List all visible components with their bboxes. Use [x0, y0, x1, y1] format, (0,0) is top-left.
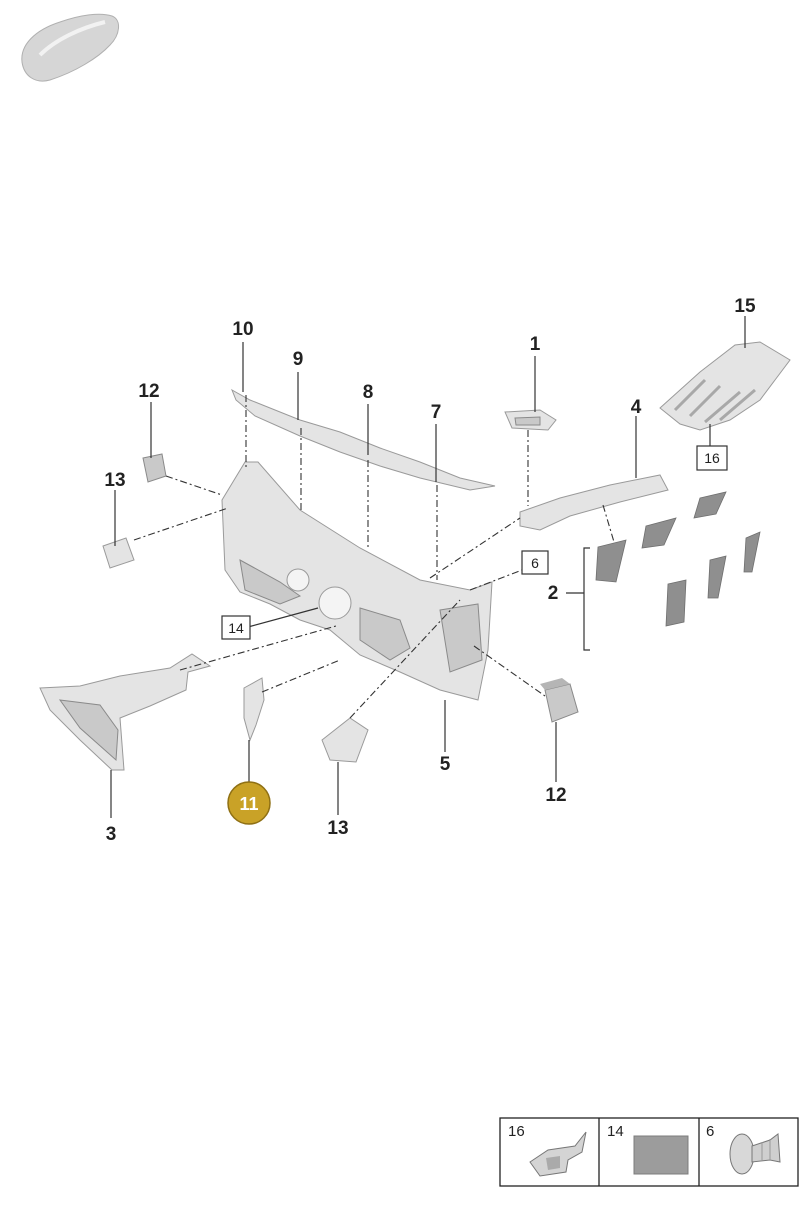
callout-1[interactable]: 1: [530, 334, 541, 355]
callout-2[interactable]: 2: [548, 583, 559, 604]
seal-strip-part[interactable]: [231, 388, 496, 491]
push-rivet-icon: [729, 1133, 781, 1175]
bulkhead-part[interactable]: [221, 461, 493, 701]
table-cell-6[interactable]: 6: [706, 1123, 781, 1175]
foam-block-12b[interactable]: [540, 678, 579, 723]
boxed-callout-14[interactable]: 14: [221, 615, 251, 640]
callout-10[interactable]: 10: [232, 319, 253, 340]
leader-lines: [110, 316, 746, 818]
car-thumbnail-icon[interactable]: [21, 13, 119, 82]
callout-9[interactable]: 9: [293, 349, 304, 370]
callout-4[interactable]: 4: [631, 397, 642, 418]
table-cell-14[interactable]: 14: [607, 1123, 689, 1175]
pads-part-2[interactable]: [595, 491, 761, 627]
callout-13-bottom[interactable]: 13: [327, 818, 348, 839]
callout-12-bottom[interactable]: 12: [545, 785, 566, 806]
boxed-callout-16[interactable]: 16: [696, 445, 728, 471]
insulation-strip-part-4[interactable]: [519, 474, 669, 531]
callout-3[interactable]: 3: [106, 824, 117, 845]
liner-part-3[interactable]: [39, 653, 212, 771]
svg-text:14: 14: [228, 620, 244, 636]
svg-text:11: 11: [239, 794, 258, 814]
svg-text:16: 16: [704, 450, 720, 466]
callout-7[interactable]: 7: [431, 402, 442, 423]
foam-block-12a[interactable]: [142, 453, 167, 483]
assembly-lines: [133, 395, 615, 719]
bracket-part-1[interactable]: [504, 409, 557, 431]
heat-shield-part-15[interactable]: [659, 341, 791, 431]
highlighted-callout-11[interactable]: 11: [227, 781, 271, 825]
callout-5[interactable]: 5: [440, 754, 451, 775]
svg-text:6: 6: [531, 555, 539, 571]
foam-block-13b[interactable]: [321, 717, 369, 763]
gusset-part-11[interactable]: [243, 677, 265, 742]
callout-12-top[interactable]: 12: [138, 381, 159, 402]
boxed-callout-6[interactable]: 6: [521, 550, 549, 575]
svg-text:6: 6: [706, 1123, 714, 1140]
callout-13-left[interactable]: 13: [104, 470, 125, 491]
clip-icon: [529, 1131, 587, 1177]
svg-text:16: 16: [508, 1123, 525, 1140]
foam-block-13a[interactable]: [102, 537, 135, 569]
callout-15[interactable]: 15: [734, 296, 756, 317]
callout-8[interactable]: 8: [363, 382, 374, 403]
svg-text:14: 14: [607, 1123, 624, 1140]
table-cell-16[interactable]: 16: [508, 1123, 587, 1177]
parts-table: 16 14 6: [499, 1117, 799, 1187]
pad-icon: [633, 1135, 689, 1175]
